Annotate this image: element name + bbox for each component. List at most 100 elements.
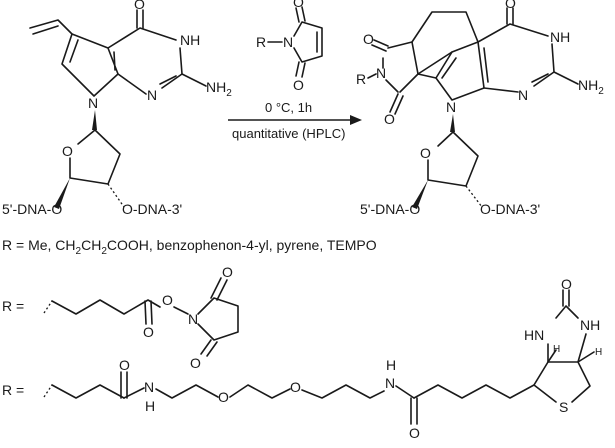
sm-dna3-label: O-DNA-3' bbox=[122, 201, 182, 217]
r-biotin-urea-carbonyl bbox=[562, 289, 570, 307]
r-nhs-succinimide-ring bbox=[197, 297, 239, 341]
r-biotin-peg-2 bbox=[229, 384, 291, 399]
product-sugar-ring bbox=[427, 131, 479, 187]
product-nh2-bond bbox=[553, 71, 579, 85]
product-c9a bbox=[417, 73, 437, 79]
product-n-pyrrole-label: N bbox=[446, 99, 456, 115]
product-imide-carbonyl-top bbox=[371, 39, 389, 52]
r-nhs-oxygen-bottom: O bbox=[190, 355, 201, 371]
product-nh-label: NH bbox=[550, 29, 570, 45]
r-biotin-peg-3 bbox=[301, 384, 385, 399]
product-r-bond bbox=[367, 73, 377, 79]
sm-vinyl-bond bbox=[29, 19, 73, 35]
r-biotin-bridge-h2-bond bbox=[577, 351, 595, 363]
r-nhs-n-label: N bbox=[188, 311, 198, 327]
sm-nh2-bond bbox=[181, 73, 207, 87]
product-pyrrole-double bbox=[441, 57, 457, 79]
reagent-oxygen-top: O bbox=[293, 0, 304, 10]
r-nhs-chain bbox=[51, 299, 161, 315]
product-pyrimidine-double bbox=[483, 47, 489, 83]
r-biotin-ether1-oxygen: O bbox=[218, 389, 229, 405]
reagent-oxygen-bottom: O bbox=[293, 77, 304, 93]
product-r-label: R bbox=[356, 71, 366, 87]
r-nhs-oxygen-top: O bbox=[222, 264, 233, 280]
sm-pyrrole-ring bbox=[61, 33, 119, 97]
product-imide-carbonyl-bottom bbox=[389, 93, 404, 115]
product-dna5-label: 5'-DNA-O bbox=[360, 201, 420, 217]
r-biotin-amide2-n: N bbox=[385, 375, 395, 391]
sm-dna5-label: 5'-DNA-O bbox=[2, 201, 62, 217]
condition-yield: quantitative (HPLC) bbox=[232, 126, 345, 141]
r-biotin-sulfur: S bbox=[559, 399, 568, 415]
r-nhs-carbonyl-top bbox=[210, 277, 228, 301]
reagent-ring bbox=[293, 21, 323, 63]
sm-pyrimidine-ring bbox=[107, 27, 183, 95]
product-glycosidic-wedge bbox=[450, 114, 455, 132]
product-sugar-oxygen: O bbox=[420, 145, 431, 161]
product-cyclohexene-ring bbox=[411, 11, 479, 75]
reagent-carbonyl-bottom bbox=[295, 61, 306, 78]
product-nh2-label: NH2 bbox=[578, 77, 604, 97]
sm-5prime-wedge bbox=[54, 178, 70, 209]
sm-pyrrole-double bbox=[69, 39, 79, 63]
product-carbonyl-bond bbox=[506, 7, 514, 25]
sm-nh2-label: NH2 bbox=[206, 79, 232, 99]
product-imide-oxygen-top: O bbox=[363, 31, 374, 47]
r-biotin-bridge-h2: H bbox=[595, 347, 602, 358]
r-biotin-label: R = bbox=[2, 382, 24, 398]
r-biotin-bridge-h1-bond bbox=[547, 349, 557, 363]
sm-3prime-hash bbox=[107, 183, 125, 208]
r-biotin-amide2-carbonyl bbox=[410, 397, 418, 425]
starting-material: O NH N NH2 N O 5'-DNA-O O-DNA-3' bbox=[2, 0, 232, 217]
product-dna3-label: O-DNA-3' bbox=[480, 201, 540, 217]
sm-n1-label: N bbox=[147, 87, 157, 103]
r-biotin-bridge-h1: H bbox=[553, 344, 560, 355]
r-biotin-amide1-carbonyl bbox=[120, 371, 128, 399]
product-carbonyl-oxygen: O bbox=[505, 0, 516, 11]
r-biotin-urea-nh: NH bbox=[580, 317, 600, 333]
reaction-arrow: 0 °C, 1h quantitative (HPLC) bbox=[228, 100, 362, 141]
r-biotin-thiophane-ring bbox=[533, 361, 591, 403]
r-biotin-valeric-chain bbox=[413, 384, 535, 399]
sm-pyrimidine-double bbox=[113, 51, 116, 71]
sm-carbonyl-oxygen: O bbox=[134, 0, 145, 12]
maleimide-reagent: R N O O bbox=[256, 0, 323, 93]
r-nhs-attachment bbox=[43, 300, 53, 314]
product-imide-n-label: N bbox=[376, 65, 386, 81]
sm-sugar-oxygen: O bbox=[62, 143, 73, 159]
r-nhs-ester-oxygen: O bbox=[162, 292, 173, 308]
r-biotin-urea-ring bbox=[547, 305, 587, 363]
product-pyrrole-ring bbox=[435, 41, 485, 101]
r-biotin-peg-1 bbox=[155, 384, 219, 399]
condition-temperature: 0 °C, 1h bbox=[265, 100, 312, 115]
r-definition-line: R = Me, CH2CH2COOH, benzophenon-4-yl, py… bbox=[2, 237, 377, 257]
reagent-carbonyl-top bbox=[295, 6, 306, 23]
product-imide-lower bbox=[385, 79, 399, 93]
product-imide-ring bbox=[382, 41, 419, 93]
r-nhs-ester-carbonyl bbox=[144, 300, 153, 325]
r-nhs-label: R = bbox=[2, 298, 24, 314]
product-n1-label: N bbox=[518, 87, 528, 103]
product: O R N O O NH N NH2 N O 5'-DNA-O O-DNA-3' bbox=[356, 0, 604, 217]
r-biotin-amide1-h: H bbox=[145, 398, 155, 414]
r-biotin-amide1-oxygen: O bbox=[119, 357, 130, 373]
product-imide-oxygen-bottom: O bbox=[384, 111, 395, 127]
sm-sugar-ring bbox=[69, 129, 121, 185]
r-biotin-amide2-h: H bbox=[386, 357, 396, 373]
sm-n7-label: N bbox=[88, 95, 98, 111]
r-biotin-chain-1 bbox=[51, 384, 125, 399]
r-biotin-urea-hn: HN bbox=[524, 327, 544, 343]
r-nhs-ester-carbonyl-oxygen: O bbox=[143, 324, 154, 340]
arrow-head bbox=[350, 115, 362, 125]
reagent-r-label: R bbox=[256, 34, 266, 50]
sm-nh-label: NH bbox=[180, 32, 200, 48]
r-nhs-o-n-bond bbox=[173, 306, 189, 315]
sm-carbonyl-bond bbox=[136, 9, 144, 29]
reagent-n-label: N bbox=[283, 34, 293, 50]
r-nhs-carbonyl-bottom bbox=[200, 339, 218, 357]
r-biotin-amide1-n: N bbox=[144, 379, 154, 395]
r-biotin-amide1-cn bbox=[123, 387, 145, 399]
product-pyrimidine-ring bbox=[477, 23, 555, 93]
r-nhs-ester: R = O O N O O bbox=[2, 264, 239, 371]
